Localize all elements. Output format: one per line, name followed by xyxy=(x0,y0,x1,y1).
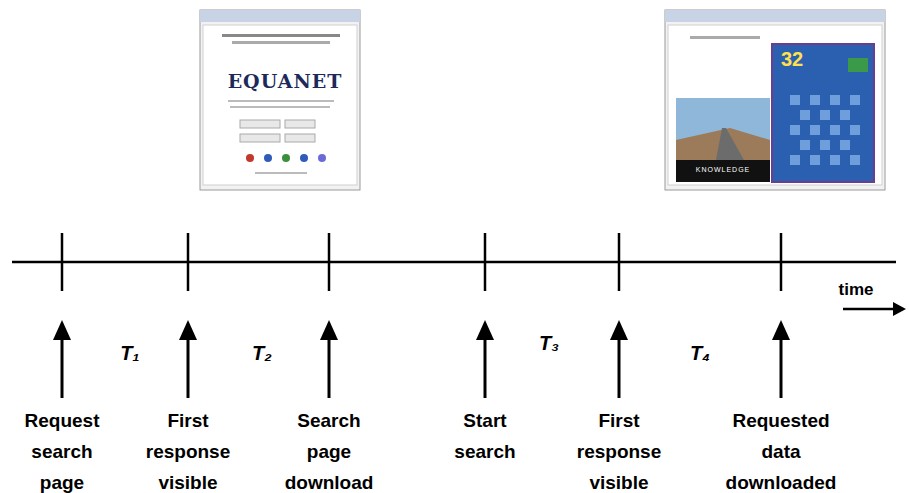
event-label: First response visible xyxy=(577,405,661,493)
interval-label: T₄ xyxy=(690,342,710,365)
interval-label: T₁ xyxy=(120,342,139,365)
interval-label: T₂ xyxy=(252,342,272,365)
event-label: Start search xyxy=(454,405,515,467)
event-label: Search page download xyxy=(285,405,374,493)
cover-caption: KNOWLEDGE xyxy=(696,166,751,173)
event-label: Requested data downloaded xyxy=(726,405,837,493)
interval-label: T₃ xyxy=(539,332,559,355)
event-label: First response visible xyxy=(146,405,230,493)
logo-text: EQUANET xyxy=(228,70,343,92)
event-label: Request search page xyxy=(25,405,100,493)
axis-label: time xyxy=(839,280,874,300)
cover-number: 32 xyxy=(781,48,803,71)
